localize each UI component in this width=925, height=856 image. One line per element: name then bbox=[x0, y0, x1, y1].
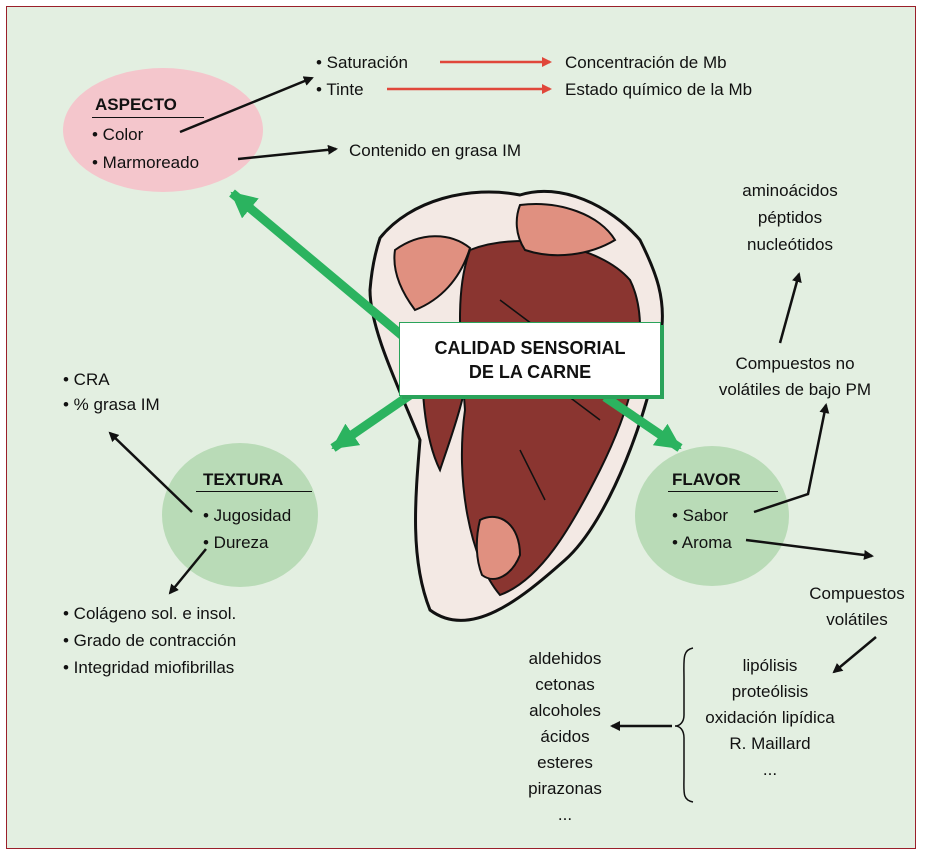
taste-compounds-line-1: Compuestos no bbox=[685, 353, 905, 374]
result-estado-quimico-mb: Estado químico de la Mb bbox=[565, 79, 752, 100]
flavor-title-underline bbox=[668, 491, 778, 492]
textura-title-underline bbox=[196, 491, 312, 492]
product-cetonas: cetonas bbox=[500, 674, 630, 695]
product-acidos: ácidos bbox=[500, 726, 630, 747]
taste-compounds-line-2: volátiles de bajo PM bbox=[685, 379, 905, 400]
product-ellipsis: ... bbox=[500, 804, 630, 825]
product-aldehidos: aldehidos bbox=[500, 648, 630, 669]
process-maillard: R. Maillard bbox=[690, 733, 850, 754]
factor-cra: • CRA bbox=[63, 369, 110, 390]
aroma-compounds-line-1: Compuestos bbox=[790, 583, 924, 604]
taste-example-aminoacidos: aminoácidos bbox=[710, 180, 870, 201]
central-concept-box: CALIDAD SENSORIAL DE LA CARNE bbox=[399, 322, 661, 396]
process-oxidacion-lipidica: oxidación lipídica bbox=[690, 707, 850, 728]
product-esteres: esteres bbox=[500, 752, 630, 773]
flavor-title: FLAVOR bbox=[672, 469, 741, 490]
process-lipolisis: lipólisis bbox=[690, 655, 850, 676]
aspecto-title-underline bbox=[92, 117, 204, 118]
arrow-to-textura bbox=[333, 395, 410, 448]
taste-example-nucleotidos: nucleótidos bbox=[710, 234, 870, 255]
process-ellipsis: ... bbox=[690, 759, 850, 780]
attribute-tinte: • Tinte bbox=[316, 79, 364, 100]
aspecto-title: ASPECTO bbox=[95, 94, 177, 115]
taste-example-peptidos: péptidos bbox=[710, 207, 870, 228]
aspecto-item-marmoreado: • Marmoreado bbox=[92, 152, 199, 173]
textura-item-dureza: • Dureza bbox=[203, 532, 268, 553]
aspecto-item-color: • Color bbox=[92, 124, 143, 145]
product-alcoholes: alcoholes bbox=[500, 700, 630, 721]
center-line-1: CALIDAD SENSORIAL bbox=[400, 336, 660, 360]
arrow-compuestos-no-volatiles bbox=[780, 274, 799, 343]
textura-item-jugosidad: • Jugosidad bbox=[203, 505, 291, 526]
factor-grasa-im: • % grasa IM bbox=[63, 394, 160, 415]
process-proteolisis: proteólisis bbox=[690, 681, 850, 702]
center-line-2: DE LA CARNE bbox=[400, 360, 660, 384]
attribute-saturacion: • Saturación bbox=[316, 52, 408, 73]
result-grasa-im: Contenido en grasa IM bbox=[349, 140, 521, 161]
product-pirazonas: pirazonas bbox=[500, 778, 630, 799]
textura-title: TEXTURA bbox=[203, 469, 283, 490]
aroma-compounds-line-2: volátiles bbox=[790, 609, 924, 630]
flavor-item-aroma: • Aroma bbox=[672, 532, 732, 553]
factor-colageno: • Colágeno sol. e insol. bbox=[63, 603, 236, 624]
flavor-item-sabor: • Sabor bbox=[672, 505, 728, 526]
factor-miofibrillas: • Integridad miofibrillas bbox=[63, 657, 234, 678]
result-concentracion-mb: Concentración de Mb bbox=[565, 52, 727, 73]
factor-contraccion: • Grado de contracción bbox=[63, 630, 236, 651]
